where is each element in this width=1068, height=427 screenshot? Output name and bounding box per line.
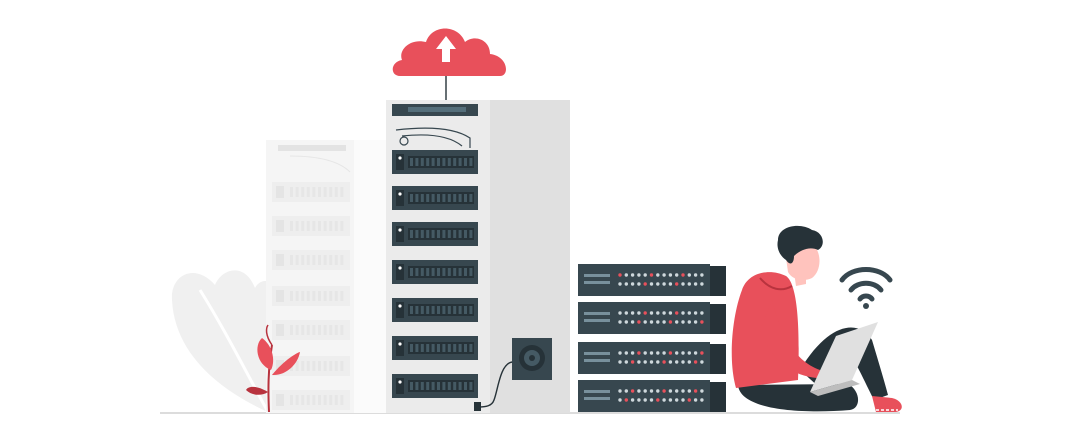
drive-unit — [392, 186, 478, 210]
faded-drive-unit — [272, 216, 350, 236]
stacked-servers — [578, 264, 726, 412]
red-plant — [246, 324, 300, 413]
faded-drive-unit — [272, 286, 350, 306]
drive-unit — [392, 298, 478, 322]
fan-box — [474, 338, 552, 411]
person-with-laptop — [731, 225, 902, 412]
faded-drive-unit — [272, 320, 350, 340]
wifi-icon — [839, 267, 893, 309]
drive-unit — [392, 374, 478, 398]
stacked-server-unit — [578, 380, 726, 412]
faded-drive-unit — [272, 182, 350, 202]
drive-unit — [392, 260, 478, 284]
stacked-server-unit — [578, 264, 726, 296]
drive-unit — [392, 336, 478, 360]
drive-unit — [392, 222, 478, 246]
background-leaf — [171, 270, 296, 413]
faded-drive-unit — [272, 390, 350, 410]
main-server-tower — [386, 100, 570, 413]
stacked-server-unit — [578, 302, 726, 334]
drive-unit — [392, 150, 478, 174]
stacked-server-unit — [578, 342, 726, 374]
faded-drive-unit — [272, 250, 350, 270]
cloud-upload-icon — [392, 28, 506, 100]
